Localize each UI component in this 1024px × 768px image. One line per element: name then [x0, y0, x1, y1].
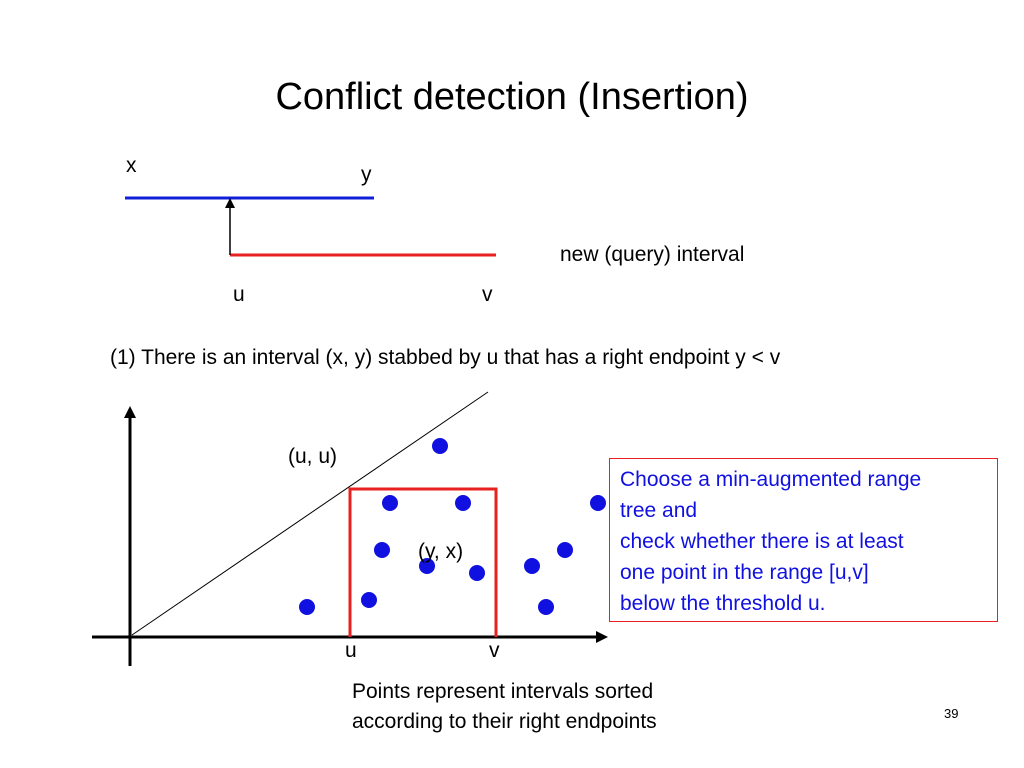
- point: [382, 495, 398, 511]
- page-number: 39: [944, 706, 959, 721]
- label-u-axis: u: [345, 639, 357, 662]
- point: [557, 542, 573, 558]
- slide-title: Conflict detection (Insertion): [275, 76, 749, 118]
- diagonal-line: [131, 391, 489, 636]
- point: [469, 565, 485, 581]
- caption-line: Points represent intervals sorted: [352, 680, 654, 703]
- point: [419, 558, 435, 574]
- note-line: one point in the range [u,v]: [620, 561, 869, 584]
- point: [374, 542, 390, 558]
- note-line: below the threshold u.: [620, 592, 826, 615]
- label-v-top: v: [482, 283, 493, 306]
- note-line: check whether there is at least: [620, 530, 904, 553]
- label-x: x: [126, 154, 137, 177]
- query-range-box: [348, 487, 498, 637]
- caption-line: according to their right endpoints: [352, 710, 657, 733]
- point: [455, 495, 471, 511]
- label-v-axis: v: [489, 639, 500, 662]
- condition-text: (1) There is an interval (x, y) stabbed …: [110, 346, 781, 369]
- label-point-yx: (y, x): [418, 540, 464, 563]
- point: [524, 558, 540, 574]
- query-interval-label: new (query) interval: [560, 243, 745, 266]
- note-box: Choose a min-augmented range tree and ch…: [609, 458, 998, 622]
- label-y: y: [361, 163, 372, 186]
- point: [590, 495, 606, 511]
- point: [432, 438, 448, 454]
- note-line: tree and: [620, 499, 698, 522]
- plot-x-axis-arrowhead: [596, 631, 608, 643]
- label-point-uu: (u, u): [288, 445, 338, 468]
- caption: Points represent intervals sorted accord…: [352, 677, 752, 737]
- point: [538, 599, 554, 615]
- plot-y-axis-arrowhead: [124, 406, 136, 418]
- point: [361, 592, 377, 608]
- note-line: Choose a min-augmented range: [620, 468, 922, 491]
- point: [299, 599, 315, 615]
- label-u-top: u: [233, 283, 245, 306]
- interval-points: [299, 438, 606, 615]
